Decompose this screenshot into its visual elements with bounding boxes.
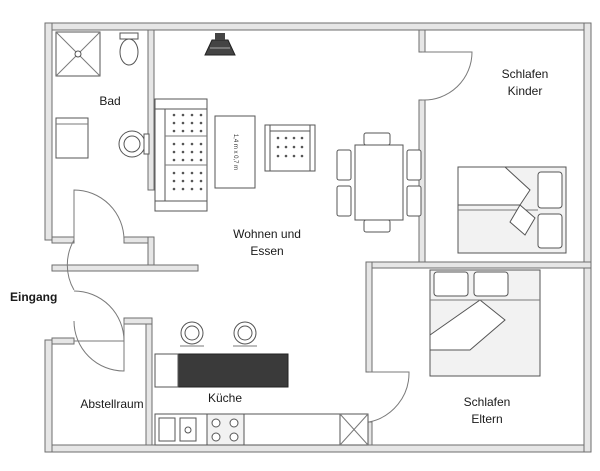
bed-kinder — [457, 166, 567, 254]
doors — [66, 51, 473, 423]
bar-stools — [180, 321, 257, 347]
room-label-schlafen-kinder: Schlafen Kinder — [501, 67, 549, 98]
coffee-table — [214, 115, 256, 189]
room-label-schlafen-eltern: Schlafen Eltern — [463, 395, 511, 426]
sofa — [154, 98, 208, 212]
armchair-pattern — [276, 136, 304, 158]
armchair — [264, 124, 316, 172]
interior-walls — [51, 29, 592, 446]
dining-table — [336, 132, 422, 233]
bed-eltern — [429, 269, 541, 377]
lamp-icon — [204, 33, 236, 56]
kitchen-row — [154, 413, 369, 446]
room-label-kueche: Küche — [207, 391, 243, 405]
room-label-abstellraum: Abstellraum — [80, 397, 144, 411]
room-label-eingang: Eingang — [10, 290, 58, 304]
coffee-table-dimensions: 1,4 m x 0,7 m — [232, 133, 238, 171]
outer-walls — [44, 22, 592, 453]
room-label-bad: Bad — [99, 94, 121, 108]
kitchen-counter-bar — [154, 353, 289, 388]
room-label-wohnen-essen: Wohnen und Essen — [233, 227, 301, 258]
bathroom-fixtures — [55, 31, 150, 159]
sofa-pattern — [172, 113, 203, 191]
